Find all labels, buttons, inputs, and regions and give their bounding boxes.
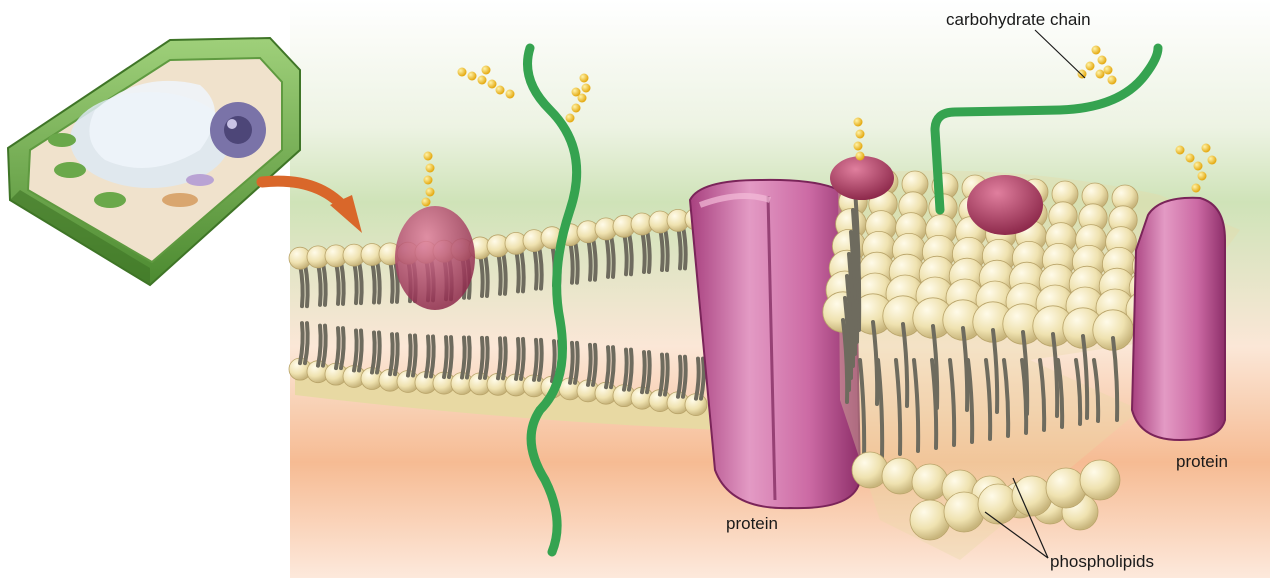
sugar-bead: [1186, 154, 1195, 163]
sugar-bead: [1208, 156, 1217, 165]
sugar-bead: [458, 68, 467, 77]
sugar-bead: [1092, 46, 1101, 55]
sugar-bead: [1086, 62, 1095, 71]
sugar-bead: [1192, 184, 1201, 193]
plant-cell-icon: [8, 38, 300, 285]
sugar-bead: [572, 88, 581, 97]
label-carbohydrate-chain: carbohydrate chain: [946, 10, 1091, 30]
sugar-bead: [424, 152, 433, 161]
sugar-bead: [856, 130, 865, 139]
phospholipid-head: [910, 500, 950, 540]
sugar-bead: [1078, 70, 1087, 79]
label-protein-center: protein: [726, 514, 778, 534]
sugar-bead: [1098, 56, 1107, 65]
left-glycoprotein: [395, 206, 475, 310]
label-protein-right: protein: [1176, 452, 1228, 472]
channel-protein: [690, 180, 860, 508]
sugar-bead: [468, 72, 477, 81]
sugar-bead: [1194, 162, 1203, 171]
sugar-bead: [426, 188, 435, 197]
phospholipid-head: [852, 452, 888, 488]
label-phospholipids: phospholipids: [1050, 552, 1154, 572]
sugar-bead: [1104, 66, 1113, 75]
sugar-bead: [1176, 146, 1185, 155]
sugar-bead: [482, 66, 491, 75]
sugar-bead: [582, 84, 591, 93]
sugar-bead: [1198, 172, 1207, 181]
sugar-bead: [566, 114, 575, 123]
sugar-bead: [1108, 76, 1117, 85]
glycoprotein-dome-right: [967, 175, 1043, 235]
sugar-bead: [1202, 144, 1211, 153]
glycoprotein-dome-center: [830, 156, 894, 200]
sugar-bead: [572, 104, 581, 113]
phospholipid-head: [978, 484, 1018, 524]
phospholipid-head: [1046, 468, 1086, 508]
phospholipid-head: [944, 492, 984, 532]
sugar-bead: [426, 164, 435, 173]
sugar-bead: [580, 74, 589, 83]
sugar-bead: [1096, 70, 1105, 79]
sugar-bead: [478, 76, 487, 85]
phospholipid-head: [912, 464, 948, 500]
sugar-bead: [424, 176, 433, 185]
phospholipid-head: [882, 458, 918, 494]
sugar-bead: [856, 152, 865, 161]
sugar-bead: [854, 118, 863, 127]
sugar-bead: [422, 198, 431, 207]
right-protein: [1132, 198, 1225, 440]
phospholipid-head: [1080, 460, 1120, 500]
sugar-bead: [506, 90, 515, 99]
sugar-bead: [488, 80, 497, 89]
sugar-bead: [854, 142, 863, 151]
phospholipid-head: [1012, 476, 1052, 516]
sugar-bead: [496, 86, 505, 95]
